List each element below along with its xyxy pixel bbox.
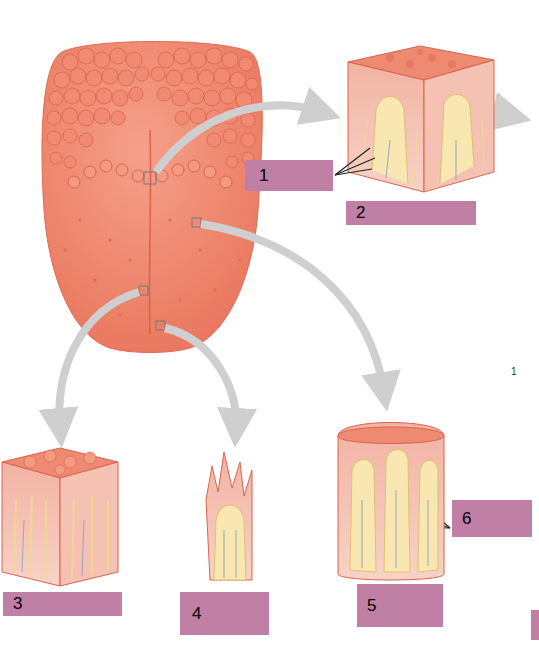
- filiform-papilla: [206, 452, 252, 580]
- circumvallate-block: [348, 46, 494, 192]
- callout-number: 6: [462, 509, 532, 529]
- papillae-bumps: [47, 48, 258, 168]
- callout-number: 2: [356, 203, 476, 223]
- tongue-outline: [42, 42, 262, 353]
- fungiform-dots: [64, 219, 242, 317]
- callout-number: 1: [259, 166, 333, 186]
- callout-number: 5: [367, 596, 443, 616]
- callout-number: 4: [192, 604, 269, 624]
- stray-number: 1: [511, 366, 517, 378]
- callout-number: 3: [13, 594, 122, 614]
- label-box: 6: [452, 500, 532, 537]
- median-sulcus: [149, 130, 150, 335]
- fungiform-block: [2, 448, 118, 586]
- foliate-block: [338, 423, 444, 581]
- cut-off-box: [531, 610, 539, 640]
- label-box: 1: [245, 160, 333, 191]
- label-box: 3: [3, 592, 122, 616]
- label-box: 4: [180, 592, 269, 635]
- label-box: 5: [357, 584, 443, 627]
- label-box: 2: [346, 201, 476, 225]
